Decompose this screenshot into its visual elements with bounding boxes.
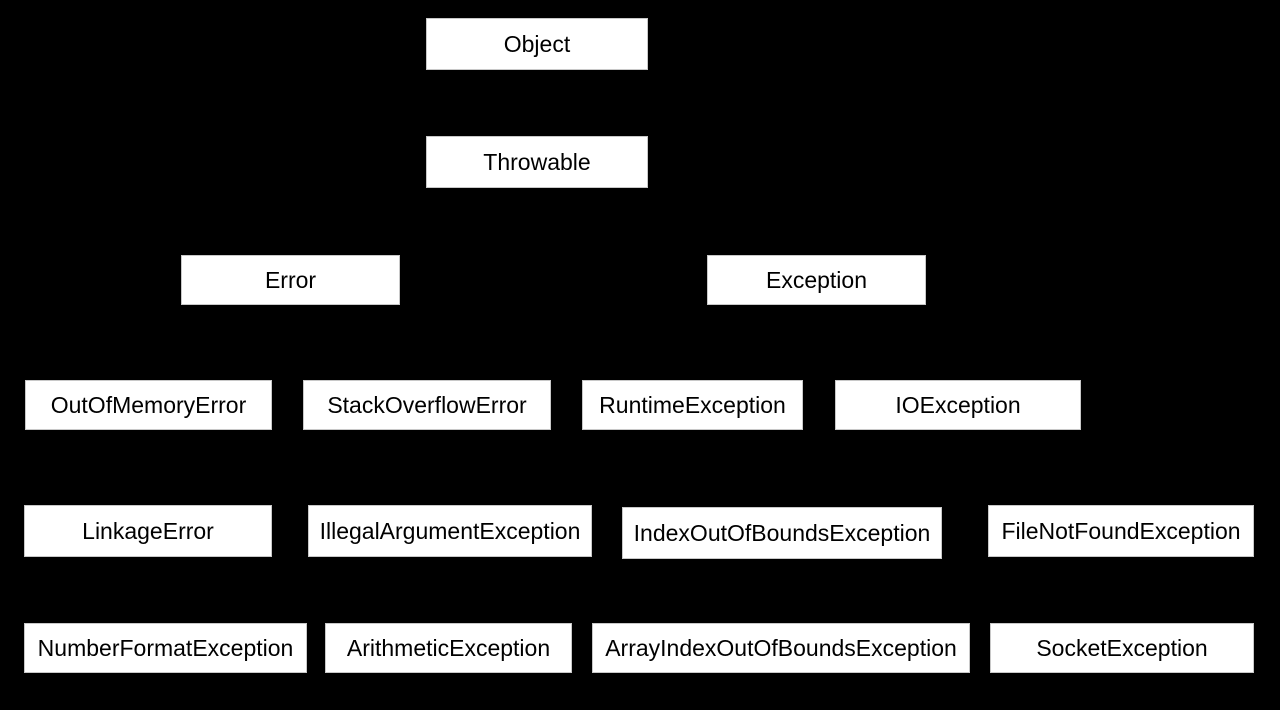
class-node-label: RuntimeException — [599, 391, 786, 418]
class-node-error: Error — [181, 255, 400, 305]
class-node-file-not-found-exception: FileNotFoundException — [988, 505, 1254, 557]
class-node-label: Throwable — [483, 148, 591, 175]
class-node-number-format-exception: NumberFormatException — [24, 623, 307, 673]
class-node-label: ArithmeticException — [346, 634, 551, 661]
class-node-exception: Exception — [707, 255, 926, 305]
class-node-arithmetic-exception: ArithmeticException — [325, 623, 572, 673]
class-node-label: OutOfMemoryError — [50, 391, 247, 418]
class-node-label: Error — [264, 266, 317, 293]
class-node-label: FileNotFoundException — [1001, 517, 1241, 544]
class-node-linkage-error: LinkageError — [24, 505, 272, 557]
class-node-out-of-memory-error: OutOfMemoryError — [25, 380, 272, 430]
class-node-label: ArrayIndexOutOfBoundsException — [605, 634, 957, 661]
class-node-label: NumberFormatException — [37, 634, 294, 661]
class-node-runtime-exception: RuntimeException — [582, 380, 803, 430]
class-node-label: IOException — [895, 391, 1021, 418]
class-node-label: SocketException — [1036, 634, 1208, 661]
class-node-label: IllegalArgumentException — [319, 517, 581, 544]
class-node-socket-exception: SocketException — [990, 623, 1254, 673]
class-node-array-index-out-of-bounds-exception: ArrayIndexOutOfBoundsException — [592, 623, 970, 673]
class-node-label: Exception — [765, 266, 867, 293]
class-node-label: Object — [503, 30, 571, 57]
class-node-object: Object — [426, 18, 648, 70]
class-node-index-out-of-bounds-exception: IndexOutOfBoundsException — [622, 507, 942, 559]
class-node-label: StackOverflowError — [327, 391, 527, 418]
class-node-throwable: Throwable — [426, 136, 648, 188]
class-node-illegal-argument-exception: IllegalArgumentException — [308, 505, 592, 557]
class-node-label: LinkageError — [82, 517, 214, 544]
class-node-stack-overflow-error: StackOverflowError — [303, 380, 551, 430]
class-node-ioexception: IOException — [835, 380, 1081, 430]
class-node-label: IndexOutOfBoundsException — [633, 519, 931, 546]
